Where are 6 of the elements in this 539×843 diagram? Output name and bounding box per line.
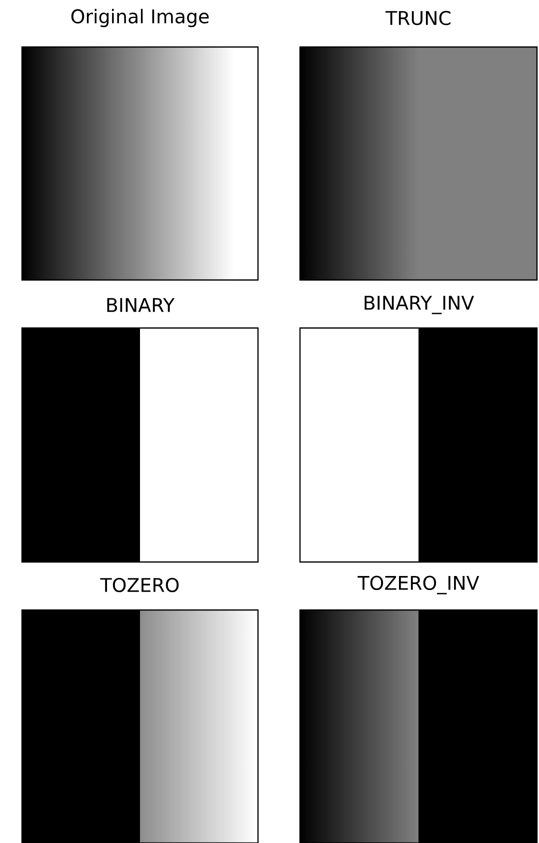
panel-title: TOZERO_INV: [358, 576, 480, 594]
panel-title: Original Image: [71, 8, 209, 28]
panel-title: BINARY: [107, 298, 175, 312]
panel-title: TOZERO: [100, 578, 179, 592]
panel-title: TRUNC: [385, 10, 450, 26]
panel-title: BINARY_INV: [364, 296, 474, 314]
